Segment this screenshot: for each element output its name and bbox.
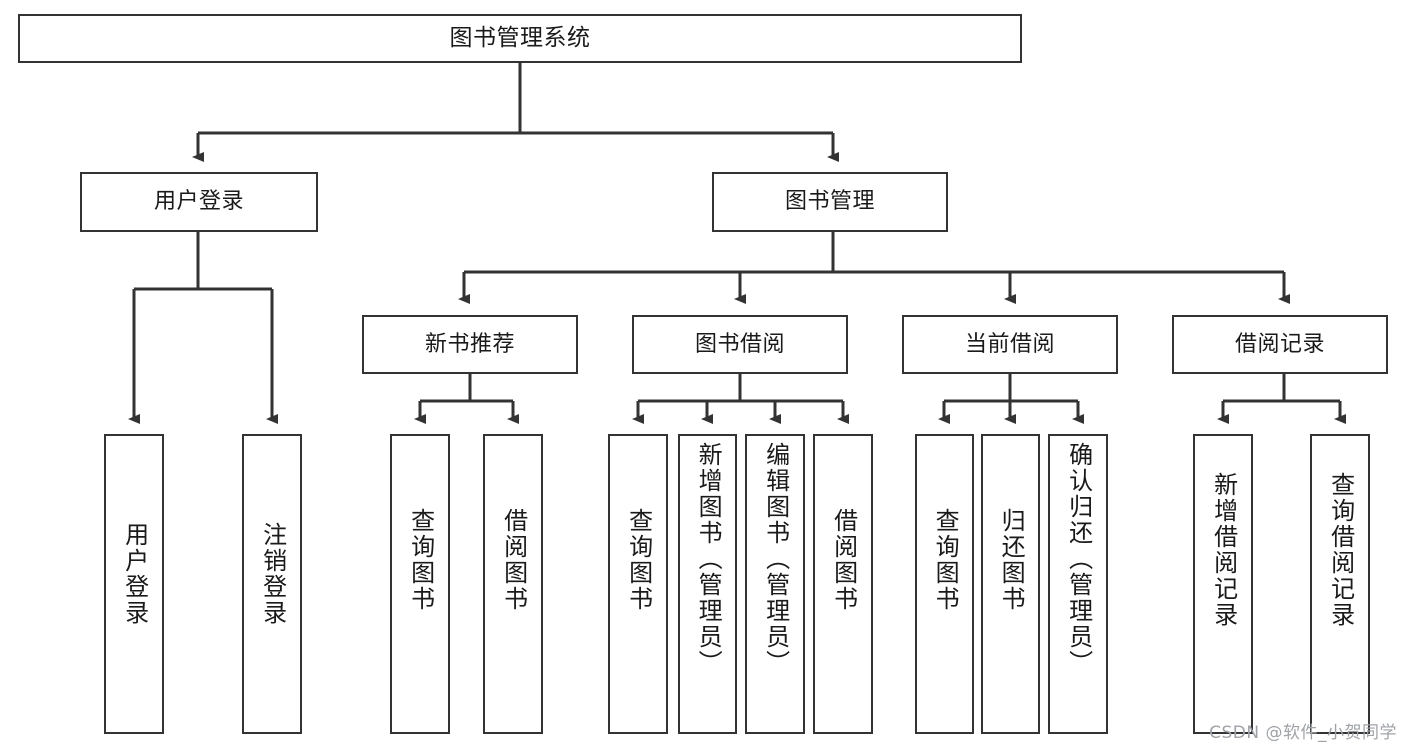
node-label: 编辑图书（管理员）	[761, 442, 790, 676]
node-label: 借阅图书	[829, 508, 858, 612]
node-label: 归还图书	[997, 508, 1026, 612]
node-label: 借阅记录	[1234, 331, 1325, 357]
leaf-edit-book-admin[interactable]: 编辑图书（管理员）	[745, 434, 805, 734]
node-borrow-records[interactable]: 借阅记录	[1172, 315, 1388, 374]
leaf-borrow-book[interactable]: 借阅图书	[813, 434, 873, 734]
node-label: 新书推荐	[424, 331, 515, 357]
node-label: 图书借阅	[694, 331, 785, 357]
node-label: 用户登录	[120, 522, 149, 626]
node-label: 借阅图书	[499, 508, 528, 612]
node-label: 查询图书	[406, 508, 435, 612]
node-label: 当前借阅	[964, 331, 1055, 357]
leaf-return-book[interactable]: 归还图书	[981, 434, 1040, 734]
node-label: 用户登录	[153, 189, 244, 215]
node-root-book-management-system[interactable]: 图书管理系统	[18, 14, 1022, 63]
node-user-login[interactable]: 用户登录	[80, 172, 318, 232]
leaf-add-borrow-record[interactable]: 新增借阅记录	[1193, 434, 1253, 734]
csdn-watermark: CSDN @软件_小贺同学	[1209, 723, 1397, 743]
leaf-query-book-newbook[interactable]: 查询图书	[390, 434, 450, 734]
leaf-borrow-book-newbook[interactable]: 借阅图书	[483, 434, 543, 734]
node-current-borrow[interactable]: 当前借阅	[902, 315, 1118, 374]
node-book-management[interactable]: 图书管理	[712, 172, 948, 232]
node-label: 查询图书	[931, 508, 960, 612]
node-book-borrow[interactable]: 图书借阅	[632, 315, 848, 374]
leaf-confirm-return-admin[interactable]: 确认归还（管理员）	[1048, 434, 1108, 734]
leaf-query-borrow-record[interactable]: 查询借阅记录	[1310, 434, 1370, 734]
node-label: 注销登录	[258, 522, 287, 626]
node-label: 新增借阅记录	[1209, 472, 1238, 628]
node-label: 查询借阅记录	[1326, 472, 1355, 628]
leaf-user-login[interactable]: 用户登录	[104, 434, 164, 734]
leaf-add-book-admin[interactable]: 新增图书（管理员）	[678, 434, 737, 734]
leaf-logout[interactable]: 注销登录	[242, 434, 302, 734]
node-label: 新增图书（管理员）	[694, 442, 723, 676]
node-label: 图书管理	[784, 189, 875, 215]
node-label: 确认归还（管理员）	[1064, 442, 1093, 676]
node-label: 查询图书	[624, 508, 653, 612]
node-new-book-recommend[interactable]: 新书推荐	[362, 315, 578, 374]
leaf-query-book-current[interactable]: 查询图书	[915, 434, 974, 734]
node-label: 图书管理系统	[449, 24, 591, 51]
leaf-query-book-borrow[interactable]: 查询图书	[608, 434, 668, 734]
